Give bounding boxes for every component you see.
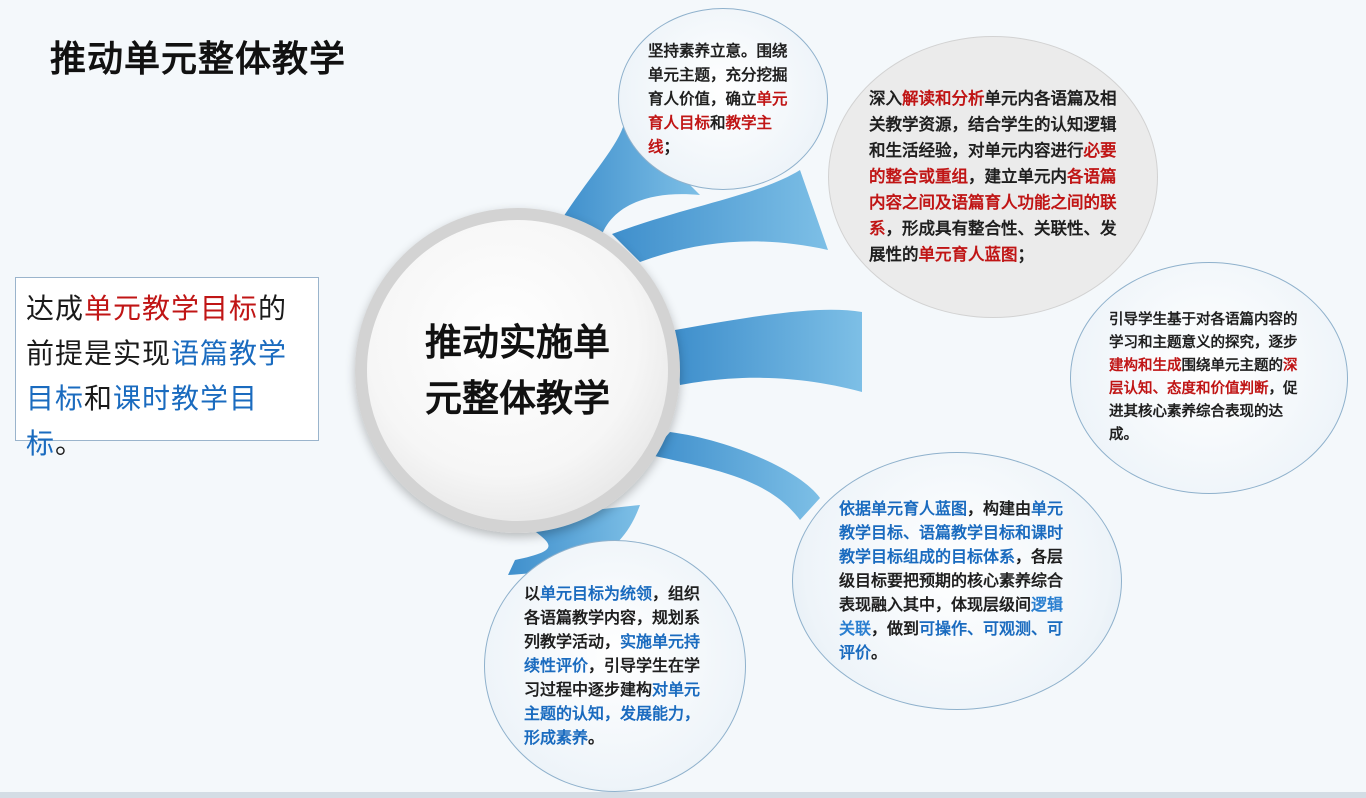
arm-lower-right [650, 432, 820, 520]
center-text: 推动实施单 元整体教学 [403, 315, 633, 427]
bubble-target-system: 依据单元育人蓝图，构建由单元教学目标、语篇教学目标和课时教学目标组成的目标体系，… [792, 452, 1122, 710]
text-segment: ； [663, 138, 680, 156]
center-circle: 推动实施单 元整体教学 [355, 208, 680, 533]
text-segment: 。 [55, 427, 85, 460]
text-segment: 围绕单元主题的 [1181, 358, 1284, 374]
text-segment: 单元目标为统领 [540, 584, 653, 603]
text-segment: 必要的整合或重组 [869, 141, 1117, 186]
arm-upper-right [612, 170, 828, 262]
text-segment: 语篇教学目标 [26, 337, 288, 415]
text-segment: ； [1017, 245, 1035, 264]
text-segment: 可操作、可观测、可评价 [839, 619, 1064, 662]
bubble-goals: 坚持素养立意。围绕单元主题，充分挖掘育人价值，确立单元育人目标和教学主线； [618, 8, 828, 190]
text-segment: 引导学生基于对各语篇内容的学习和主题意义的探究，逐步 [1109, 312, 1298, 351]
arm-right [675, 309, 862, 392]
text-segment: 的前提是实现 [26, 292, 288, 370]
center-line-1: 推动实施单 [425, 320, 610, 364]
text-segment: 单元内各语篇及相关教学资源，结合学生的认知逻辑和生活经验，对单元内容进行 [869, 89, 1117, 160]
text-segment: 教学主线 [648, 114, 773, 156]
text-segment: 。 [871, 643, 888, 662]
text-segment: ，建立单元内 [968, 167, 1067, 186]
bubble-implementation: 以单元目标为统领，组织各语篇教学内容，规划系列教学活动，实施单元持续性评价，引导… [484, 540, 746, 792]
text-segment: 以 [524, 584, 541, 603]
text-segment: 坚持素养立意。围绕单元主题，充分挖掘育人价值，确立 [648, 42, 788, 108]
bubble-blueprint: 深入解读和分析单元内各语篇及相关教学资源，结合学生的认知逻辑和生活经验，对单元内… [828, 36, 1158, 318]
text-segment: 和 [710, 114, 726, 132]
text-segment: 课时教学目标 [26, 382, 259, 460]
bubble-cognition: 引导学生基于对各语篇内容的学习和主题意义的探究，逐步建构和生成围绕单元主题的深层… [1070, 262, 1348, 494]
text-segment: 。 [588, 728, 605, 747]
text-segment: 实施单元持续性评价 [524, 632, 701, 675]
bubble-implementation-text: 以单元目标为统领，组织各语篇教学内容，规划系列教学活动，实施单元持续性评价，引导… [524, 582, 706, 750]
text-segment: 单元教学目标 [84, 292, 259, 325]
arm-top [560, 120, 700, 240]
bubble-cognition-text: 引导学生基于对各语篇内容的学习和主题意义的探究，逐步建构和生成围绕单元主题的深层… [1109, 309, 1309, 447]
text-segment: ，各层级目标要把预期的核心素养综合表现融入其中，体现层级间 [839, 547, 1064, 614]
text-segment: ，促进其核心素养综合表现的达成。 [1109, 381, 1298, 443]
text-segment: 建构和生成 [1109, 358, 1182, 374]
text-segment: 单元育人蓝图 [918, 245, 1018, 264]
bubble-goals-text: 坚持素养立意。围绕单元主题，充分挖掘育人价值，确立单元育人目标和教学主线； [648, 39, 798, 159]
text-segment: 对单元主题的认知，发展能力，形成素养 [524, 680, 701, 747]
center-line-2: 元整体教学 [425, 376, 610, 420]
text-segment: ，做到 [871, 619, 920, 638]
text-segment: 逻辑关联 [839, 595, 1064, 638]
text-segment: 达成 [26, 292, 85, 325]
bottom-bar [0, 792, 1366, 798]
left-box-text: 达成单元教学目标的前提是实现语篇教学目标和课时教学目标。 [26, 292, 287, 460]
text-segment: 单元育人目标 [648, 90, 788, 132]
text-segment: ，形成具有整合性、关联性、发展性的 [869, 219, 1117, 264]
page-title: 推动单元整体教学 [50, 39, 347, 80]
text-segment: 单元教学目标、语篇教学目标和课时教学目标组成的目标体系 [839, 499, 1064, 566]
text-segment: 和 [84, 382, 114, 415]
text-segment: 解读和分析 [902, 89, 985, 108]
text-segment: 深层认知、态度和价值判断 [1109, 358, 1298, 397]
bubble-target-system-text: 依据单元育人蓝图，构建由单元教学目标、语篇教学目标和课时教学目标组成的目标体系，… [839, 497, 1075, 665]
left-text-box: 达成单元教学目标的前提是实现语篇教学目标和课时教学目标。 [15, 277, 319, 460]
text-segment: 各语篇内容之间及语篇育人功能之间的联系 [869, 167, 1117, 238]
text-segment: ，组织各语篇教学内容，规划系列教学活动， [524, 584, 701, 651]
text-segment: ，构建由 [967, 499, 1032, 518]
text-segment: 依据单元育人蓝图 [839, 499, 968, 518]
bubble-blueprint-text: 深入解读和分析单元内各语篇及相关教学资源，结合学生的认知逻辑和生活经验，对单元内… [869, 86, 1117, 268]
text-segment: ，引导学生在学习过程中逐步建构 [524, 656, 701, 699]
text-segment: 深入 [869, 89, 902, 108]
